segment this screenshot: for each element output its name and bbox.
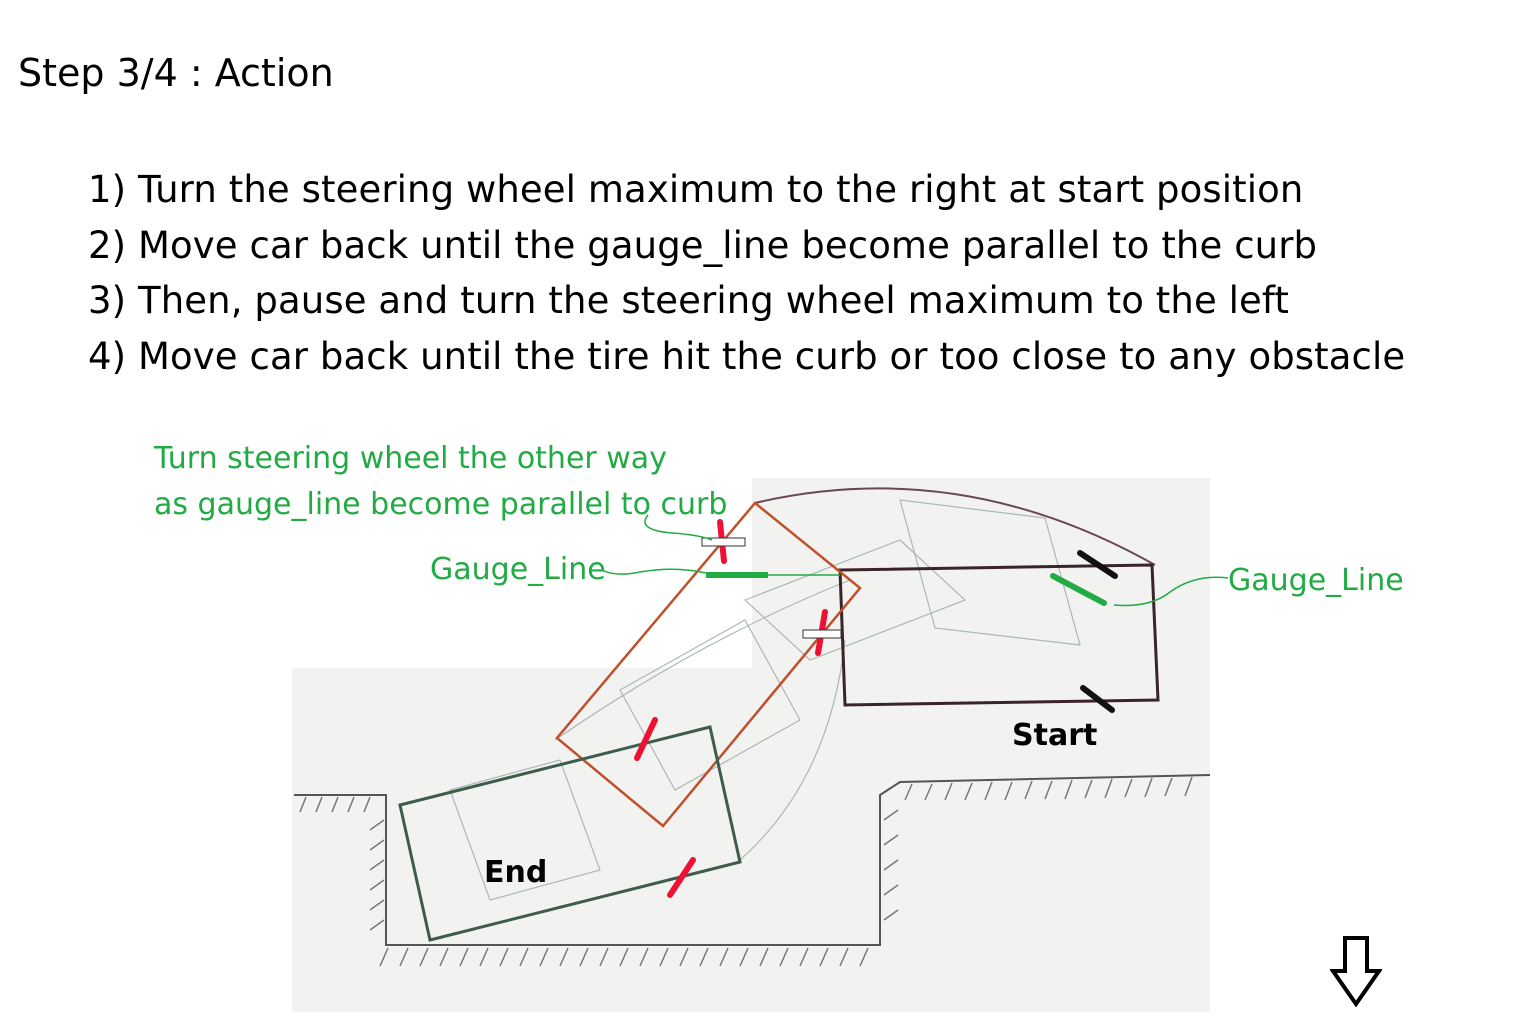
down-arrow-icon[interactable]	[1330, 935, 1382, 1007]
swept-arc	[754, 487, 1156, 566]
paper-top-cutout	[292, 478, 752, 668]
car-mid-outline	[555, 501, 862, 828]
tire-marks-start	[1077, 550, 1118, 713]
steering-annotation-line-1: Turn steering wheel the other way	[154, 441, 667, 476]
steering-annotation-line-2: as gauge_line become parallel to curb	[154, 487, 728, 522]
intermediate-positions	[449, 499, 1081, 901]
instruction-3: 3) Then, pause and turn the steering whe…	[88, 279, 1290, 322]
gauge-line-label-left: Gauge_Line	[430, 552, 606, 587]
step-title: Step 3/4 : Action	[18, 51, 334, 95]
instruction-2: 2) Move car back until the gauge_line be…	[88, 223, 1318, 267]
start-label: Start	[1012, 718, 1098, 753]
leader-lines	[601, 514, 1229, 607]
steering-annotation: Turn steering wheel the other way as gau…	[154, 436, 727, 528]
curb-hatching	[299, 776, 1193, 967]
instruction-4: 4) Move car back until the tire hit the …	[88, 334, 1406, 378]
instruction-1: 1) Turn the steering wheel maximum to th…	[88, 168, 1304, 211]
car-start-outline	[838, 563, 1160, 707]
gauge-line-start	[1050, 573, 1107, 606]
car-end-outline	[398, 725, 742, 942]
gauge-line-label-right: Gauge_Line	[1228, 563, 1404, 598]
curb-outline	[294, 774, 1211, 946]
step-instructions: 1) Turn the steering wheel maximum to th…	[88, 162, 1405, 384]
end-label: End	[484, 855, 548, 890]
tire-highlight-boxes	[701, 537, 842, 639]
